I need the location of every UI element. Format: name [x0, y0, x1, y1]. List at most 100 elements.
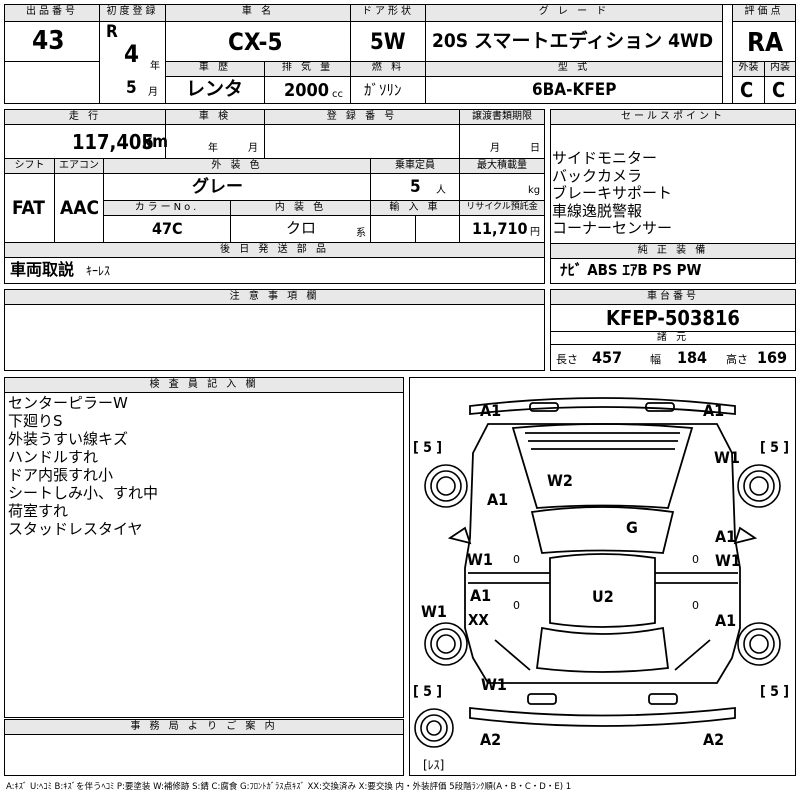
len-value: 457 [592, 348, 623, 367]
hgt-label: 高さ [726, 353, 748, 366]
mileage-unit: km [142, 132, 169, 152]
capacity-value: 5 [410, 177, 421, 197]
sales-item: ブレーキサポート [552, 184, 673, 202]
shift-label: シフト [4, 158, 55, 174]
ac-value: AAC [60, 197, 100, 219]
front-grille-right [645, 402, 675, 412]
disp-value: 2000 [284, 80, 330, 101]
int-value: C [772, 78, 786, 102]
office-box [4, 734, 404, 776]
rear-glass [535, 626, 670, 673]
fuel-value: ｶﾞｿﾘﾝ [364, 81, 402, 99]
inspector-title: 検 査 員 記 入 欄 [4, 377, 404, 393]
intcolor-unit: 系 [356, 228, 366, 239]
sales-item: 車線逸脱警報 [552, 201, 643, 220]
later-main: 車両取説 [10, 260, 75, 279]
reg-year: 4 [124, 40, 140, 68]
recycle-label: リサイクル預託金 [459, 200, 545, 216]
model-label: 型 式 [425, 61, 723, 77]
rear-lamp-left [527, 693, 557, 705]
inspection-label: 車 検 [165, 109, 265, 125]
front-grille-left [529, 402, 559, 412]
rear-bumper [469, 706, 736, 727]
intcolor-label: 内 装 色 [230, 200, 371, 216]
inspector-line: 荷室すれ [8, 502, 69, 520]
ext-value: C [740, 78, 754, 102]
score-label: 評価点 [732, 4, 796, 22]
mark-a1-fender-left: A1 [487, 490, 509, 509]
model-value: 6BA-KFEP [532, 80, 617, 100]
fuel-label: 燃 料 [350, 61, 426, 77]
notes-box [4, 304, 545, 371]
mark-w1-door-left: W1 [467, 550, 493, 569]
sales-title: セールスポイント [550, 109, 796, 125]
color-value: グレー [192, 177, 243, 197]
int-label: 内装 [764, 61, 796, 77]
score-value: RA [747, 28, 784, 58]
mark-zero-right-1: 0 [692, 553, 699, 566]
dims-cell [550, 344, 796, 371]
damage-diagram: A1 A1 [ 5 ] [ 5 ] W1 W2 A1 G A1 W1 0 0 W… [409, 377, 796, 776]
reg-year-unit: 年 [150, 61, 160, 72]
model-cell [425, 76, 723, 104]
wheel-front-right [737, 464, 781, 508]
regno-label: 登 録 番 号 [264, 109, 460, 125]
mark-w1-left-side: W1 [421, 602, 447, 621]
door-type: 5W [370, 30, 406, 55]
import-cell-b [415, 215, 460, 243]
mark-zero-left-1: 0 [513, 553, 520, 566]
inspector-line: ハンドルすれ [8, 448, 99, 466]
reg-era: R [106, 22, 118, 42]
wid-label: 幅 [650, 353, 661, 366]
mark-g-windshield: G [626, 518, 638, 537]
car-outline-drawing [414, 397, 781, 748]
inspector-line: シートしみ小、すれ中 [8, 484, 159, 502]
chassis-value: KFEP-503816 [606, 306, 740, 330]
mileage-label: 走 行 [4, 109, 166, 125]
tire-tread-rl: [ 5 ] [413, 684, 443, 700]
mark-a2-rear-left: A2 [480, 730, 502, 749]
mark-a1-front-right: A1 [703, 401, 725, 420]
inspector-line: スタッドレスタイヤ [8, 520, 143, 538]
transfer-label: 譲渡書類期限 [459, 109, 545, 125]
office-title: 事 務 局 よ り ご 案 内 [4, 719, 404, 735]
mark-a2-rear-right: A2 [703, 730, 725, 749]
dims-label: 諸 元 [550, 331, 796, 345]
mark-w1-front-right: W1 [714, 448, 740, 467]
reg-label: 初度登録 [99, 4, 166, 22]
load-label: 最大積載量 [459, 158, 545, 174]
roof [549, 553, 656, 628]
tire-tread-fl: [ 5 ] [413, 440, 443, 456]
mark-w1-rear: W1 [481, 675, 507, 694]
wheel-front-left [424, 464, 468, 508]
grade-label: グ レ ー ド [425, 4, 723, 22]
spare-tire-label: [ﾚｽ] [423, 758, 445, 772]
mark-zero-left-2: 0 [513, 599, 520, 612]
regno-cell [264, 124, 460, 159]
equip-box [550, 258, 796, 284]
mark-w2-hood: W2 [547, 471, 573, 490]
hgt-value: 169 [757, 348, 788, 367]
inspector-line: ドア内張すれ小 [8, 466, 114, 484]
equip-title: 純 正 装 備 [550, 243, 796, 259]
later-sub: ｷｰﾚｽ [86, 264, 111, 278]
capacity-unit: 人 [436, 185, 446, 196]
legend-text: A:ｷｽﾞ U:ﾍｺﾐ B:ｷｽﾞを伴うﾍｺﾐ P:要塗装 W:補修跡 S:錆 … [6, 782, 572, 792]
name-label: 車 名 [165, 4, 351, 22]
load-unit: kg [528, 185, 541, 196]
history-label: 車 歴 [165, 61, 265, 77]
color-label: 外 装 色 [103, 158, 371, 174]
front-bumper [469, 397, 736, 416]
colorno-value: 47C [152, 219, 183, 238]
mark-a1-front-left: A1 [480, 401, 502, 420]
later-label: 後 日 発 送 部 品 [4, 242, 545, 258]
lot-empty-cell [4, 61, 100, 104]
car-name: CX-5 [228, 28, 283, 56]
sales-item: サイドモニター [552, 149, 658, 167]
disp-unit: cc [332, 89, 343, 100]
disp-label: 排 気 量 [264, 61, 351, 77]
windshield [530, 506, 675, 554]
sales-list: サイドモニター バックカメラ ブレーキサポート 車線逸脱警報 コーナーセンサー [552, 149, 673, 238]
mark-xx-rear-door-left: XX [468, 611, 489, 629]
mirror-left [447, 526, 472, 545]
